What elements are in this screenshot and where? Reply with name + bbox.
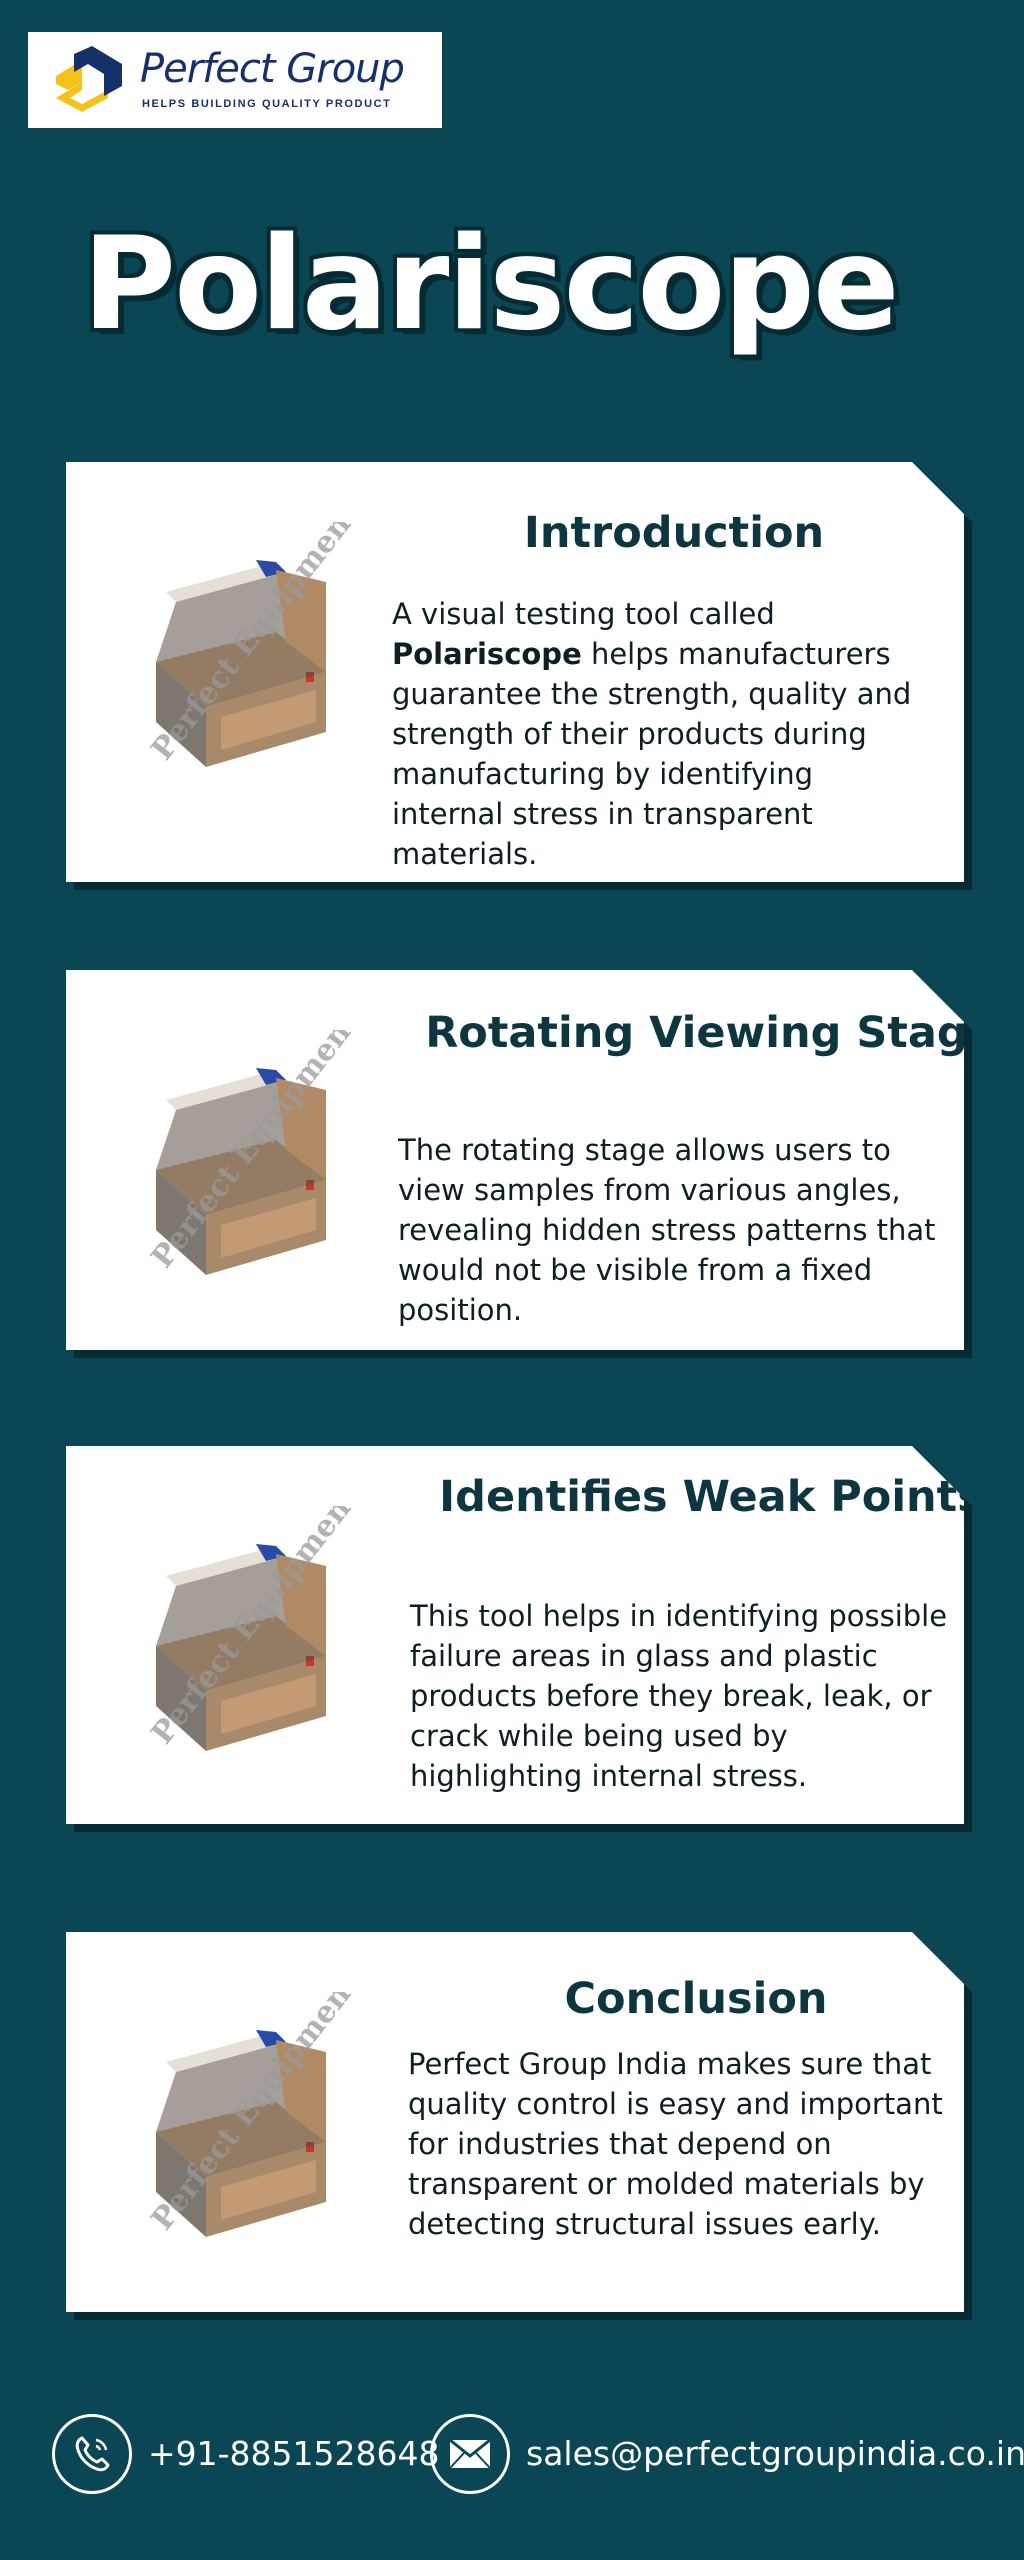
phone-icon — [52, 2414, 132, 2494]
product-name: Polariscope — [392, 637, 582, 671]
card-introduction: Perfect Equipments Introduction A visual… — [66, 462, 964, 882]
card-heading: Introduction — [523, 508, 825, 558]
card-heading: Rotating Viewing Stage — [425, 1008, 997, 1058]
company-logo: Perfect Group HELPS BUILDING QUALITY PRO… — [28, 32, 442, 128]
phone-number[interactable]: +91-8851528648 — [148, 2434, 440, 2473]
logo-mark-icon — [56, 46, 122, 112]
card-conclusion: Perfect Equipments Conclusion Perfect Gr… — [66, 1932, 964, 2312]
card-body: Perfect Group India makes sure that qual… — [408, 2047, 943, 2241]
page-title: Polariscope — [82, 210, 899, 359]
card-rotating-viewing-stage: Perfect Equipments Rotating Viewing Stag… — [66, 970, 964, 1350]
polariscope-device-image: Perfect Equipments — [126, 522, 396, 782]
card-heading: Identifies Weak Points — [439, 1472, 983, 1522]
card-body: This tool helps in identifying possible … — [410, 1599, 948, 1793]
card-identifies-weak-points: Perfect Equipments Identifies Weak Point… — [66, 1446, 964, 1824]
email-address[interactable]: sales@perfectgroupindia.co.in — [526, 2434, 1024, 2473]
card-body: The rotating stage allows users to view … — [398, 1133, 936, 1327]
logo-brand-name: Perfect Group — [140, 46, 405, 92]
contact-phone[interactable]: +91-8851528648 — [52, 2414, 440, 2500]
polariscope-device-image: Perfect Equipments — [126, 1992, 396, 2252]
polariscope-device-image: Perfect Equipments — [126, 1506, 396, 1766]
polariscope-device-image: Perfect Equipments — [126, 1030, 396, 1290]
card-heading: Conclusion — [564, 1974, 828, 2024]
contact-email[interactable]: sales@perfectgroupindia.co.in — [430, 2414, 1024, 2500]
envelope-icon — [430, 2414, 510, 2494]
logo-tagline: HELPS BUILDING QUALITY PRODUCT — [142, 98, 392, 110]
card-body: A visual testing tool called Polariscope… — [392, 597, 912, 871]
